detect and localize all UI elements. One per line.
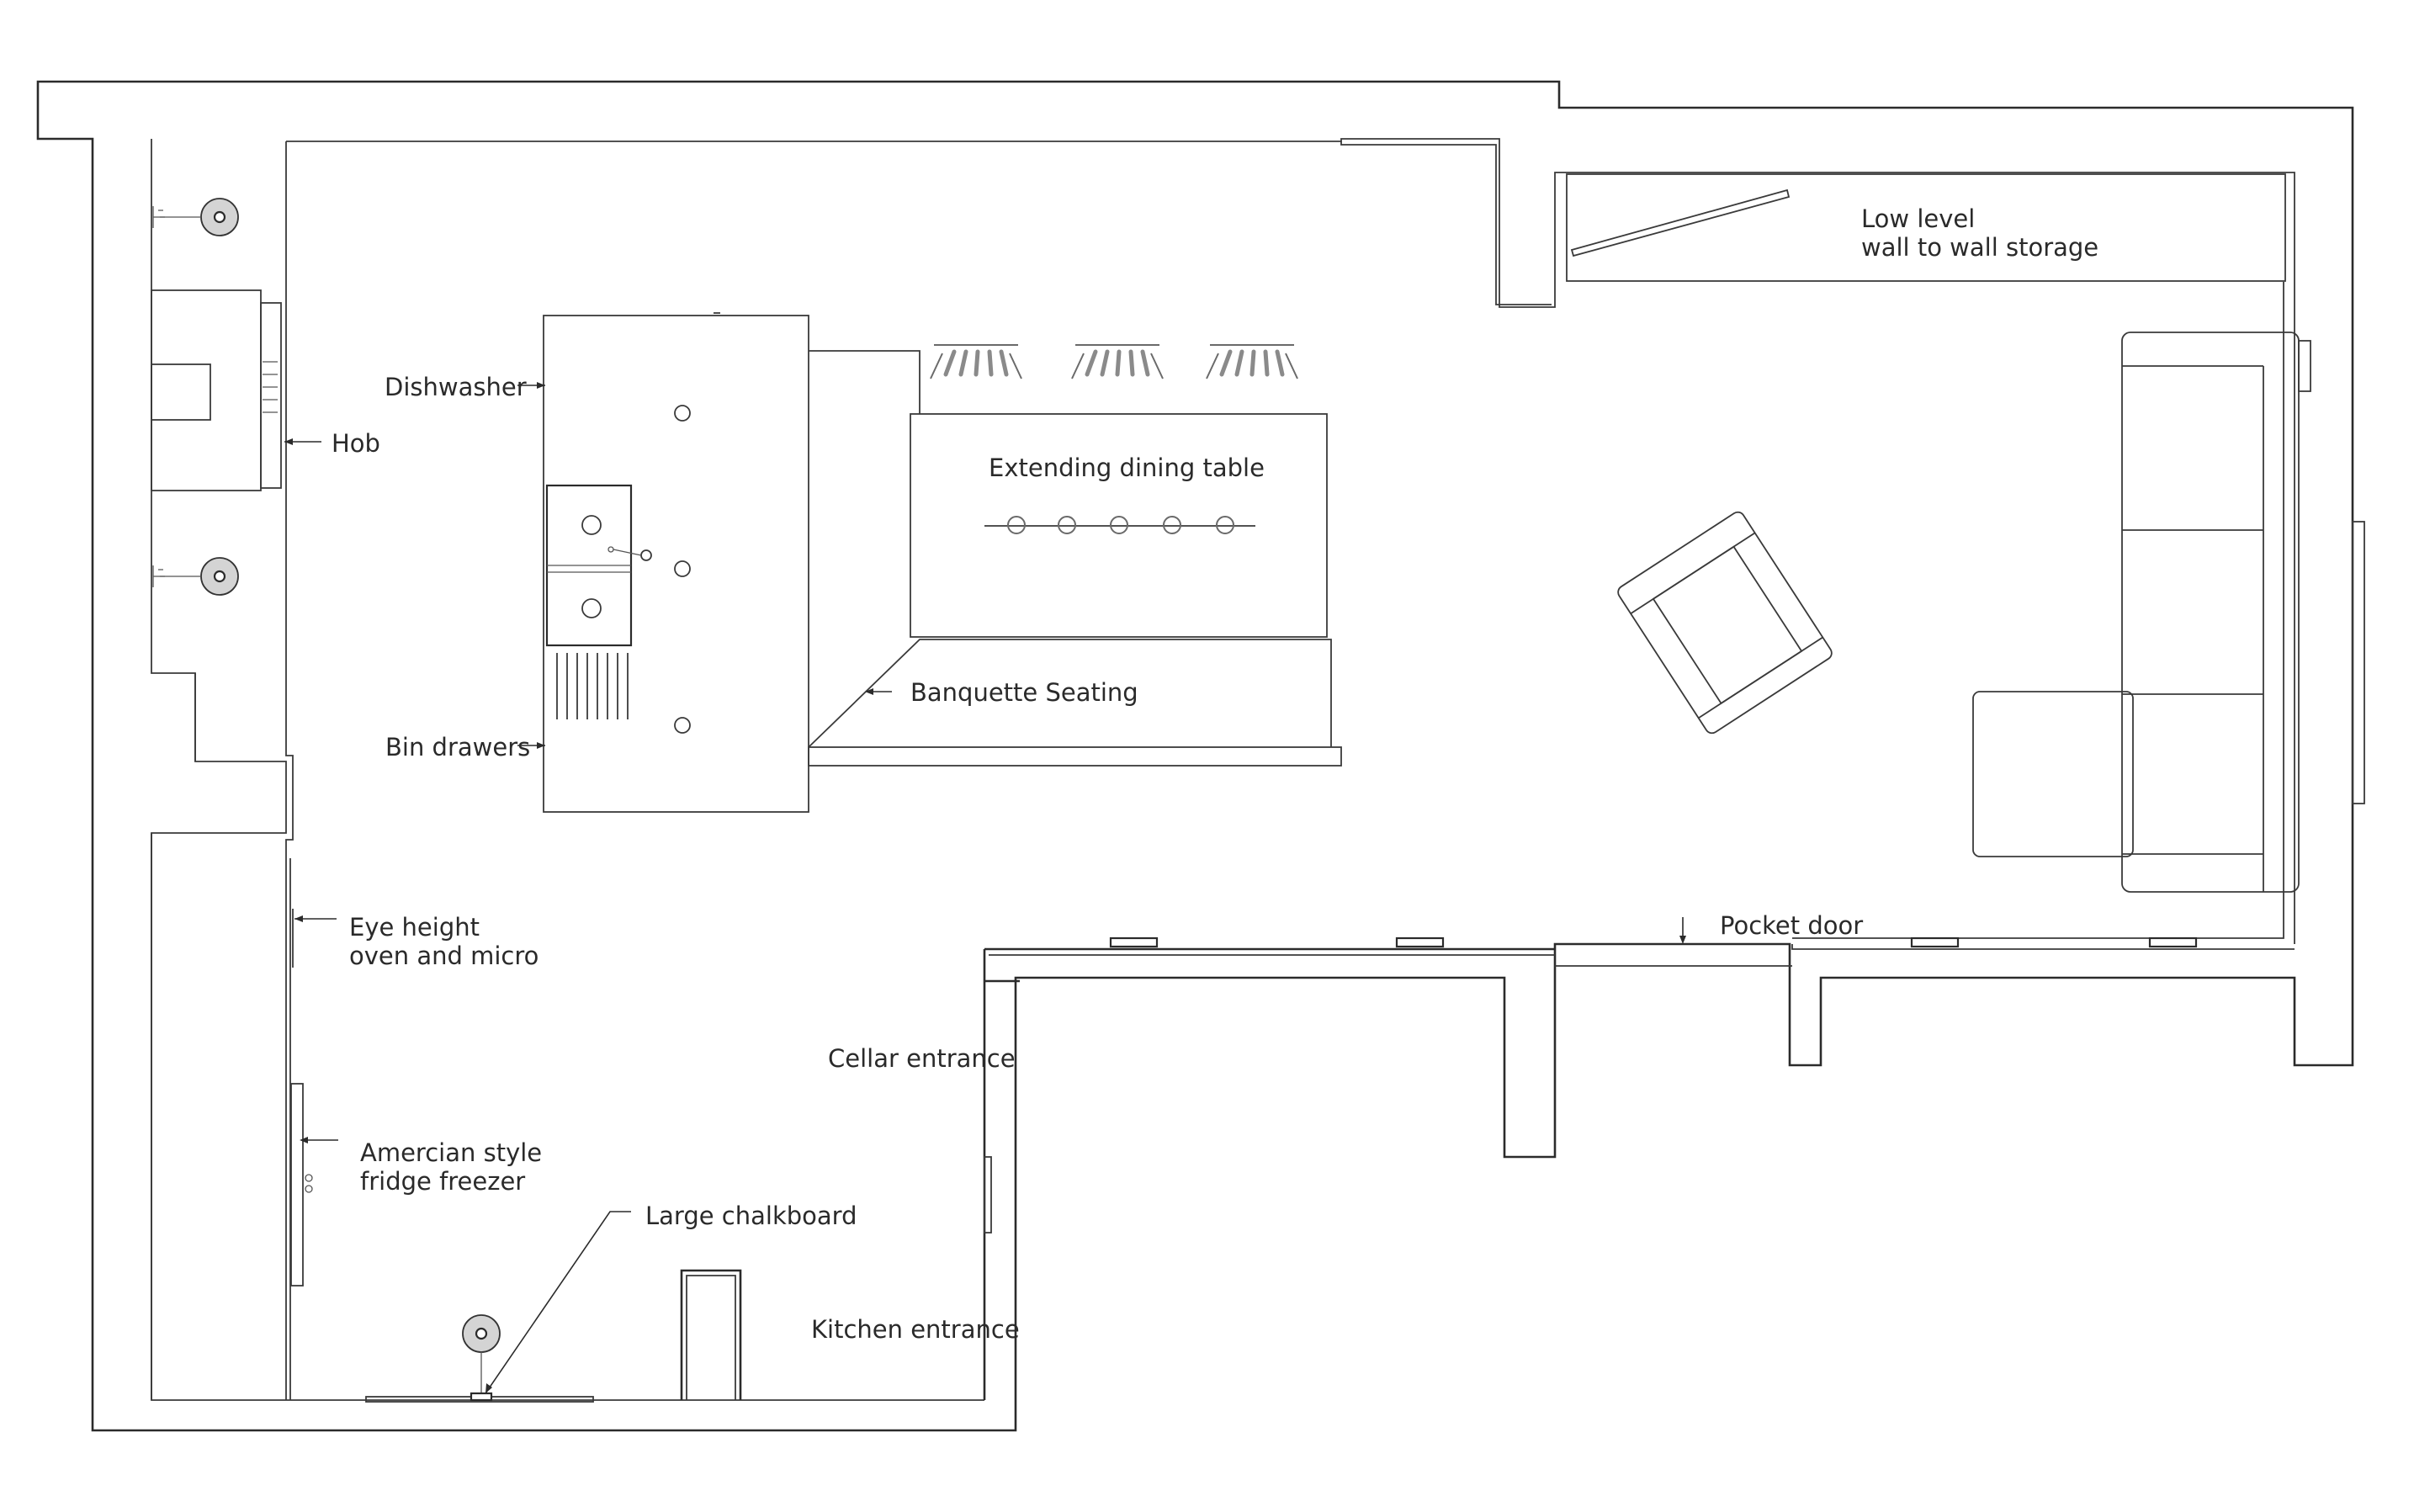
north-wall-inner-2 [1340, 141, 1552, 305]
pendant-icon [1110, 516, 1128, 534]
sink-bowl-icon [581, 598, 602, 618]
light-bracket-icon [152, 565, 165, 587]
dining-chair [1206, 344, 1298, 379]
dining-area [808, 344, 1342, 767]
light-fixture-core-icon [475, 1327, 488, 1340]
south-bump-inner [686, 1275, 736, 1400]
chalkboard-mount [470, 1392, 493, 1402]
banquette-back [809, 350, 921, 414]
light-fixture-core-icon [213, 210, 226, 224]
south-bump [680, 1269, 742, 1400]
kitchen-west-run [151, 139, 984, 1401]
label-bin-drawers: Bin drawers [385, 733, 530, 761]
dining-table [910, 413, 1328, 638]
label-banquette: Banquette Seating [910, 678, 1138, 707]
banquette-seat [808, 639, 1332, 748]
fridge-handle-2 [305, 1185, 313, 1193]
label-dishwasher: Dishwasher [385, 373, 527, 401]
east-radiator [2352, 521, 2365, 804]
west-counter-outline [151, 139, 984, 1401]
living-area [1566, 173, 2311, 893]
label-low-storage-1: Low level [1861, 204, 1975, 233]
door-jamb [1910, 936, 1960, 948]
pendant-icon [1058, 516, 1076, 534]
bin-drawers [556, 653, 629, 719]
kitchen-island [543, 312, 809, 813]
hob-cutout [151, 363, 211, 421]
leaders [284, 382, 1686, 1394]
label-cellar-entrance: Cellar entrance [828, 1044, 1016, 1073]
label-oven-2: oven and micro [349, 942, 539, 970]
corridor-wall-south [983, 947, 1555, 989]
wall-lights [152, 198, 594, 1403]
pendant-icon [1163, 516, 1181, 534]
label-pocket-door: Pocket door [1720, 911, 1863, 940]
hob-knobs [263, 361, 278, 413]
west-counter-front [285, 141, 294, 1400]
label-fridge-1: Amercian style [360, 1138, 542, 1167]
north-wall-outer [36, 80, 2354, 1432]
pendant-icon [1007, 516, 1026, 534]
sofa-back [2121, 332, 2300, 893]
label-kitchen-entrance: Kitchen entrance [811, 1315, 1020, 1344]
internal-walls [680, 936, 2295, 1400]
storage-door-swing [1570, 188, 1791, 257]
island-socket-icon [674, 560, 691, 577]
east-wall-inner [1792, 282, 2284, 939]
island-socket-icon [674, 717, 691, 734]
l-shaped-sofa [1972, 332, 2311, 893]
kitchen-entrance-door [984, 1156, 992, 1233]
door-jamb [2148, 936, 2198, 948]
door-jamb [1109, 936, 1159, 948]
north-wall-inner [286, 138, 2295, 944]
dining-chair [1071, 344, 1164, 379]
dining-chair [930, 344, 1022, 379]
armchair [1617, 511, 1833, 735]
island-socket-icon [674, 405, 691, 422]
island-outline [543, 315, 809, 813]
sofa-chaise [1972, 691, 2134, 857]
wall-storage [1566, 173, 2286, 282]
pendant-lights [1007, 516, 1234, 534]
sofa-side-table [2298, 340, 2311, 392]
tap-spout [613, 549, 642, 556]
label-dining-table: Extending dining table [989, 454, 1265, 482]
light-fixture-core-icon [213, 570, 226, 583]
tap-icon [640, 549, 652, 561]
sink-bowl-icon [581, 515, 602, 535]
light-bracket-icon [152, 206, 165, 228]
label-fridge-2: fridge freezer [360, 1167, 525, 1196]
pendant-icon [1216, 516, 1234, 534]
label-chalkboard: Large chalkboard [645, 1202, 857, 1230]
banquette-base [808, 746, 1342, 767]
label-oven-1: Eye height [349, 913, 480, 942]
labels: Low level wall to wall storage Dishwashe… [332, 204, 2098, 1344]
door-jamb [1395, 936, 1445, 948]
hob-controls [260, 302, 282, 489]
east-partition [1791, 944, 2295, 950]
fridge-door [290, 1083, 304, 1287]
hob-unit [151, 289, 262, 491]
fridge-handle-1 [305, 1174, 313, 1182]
label-hob: Hob [332, 429, 380, 458]
label-low-storage-2: wall to wall storage [1861, 233, 2098, 262]
